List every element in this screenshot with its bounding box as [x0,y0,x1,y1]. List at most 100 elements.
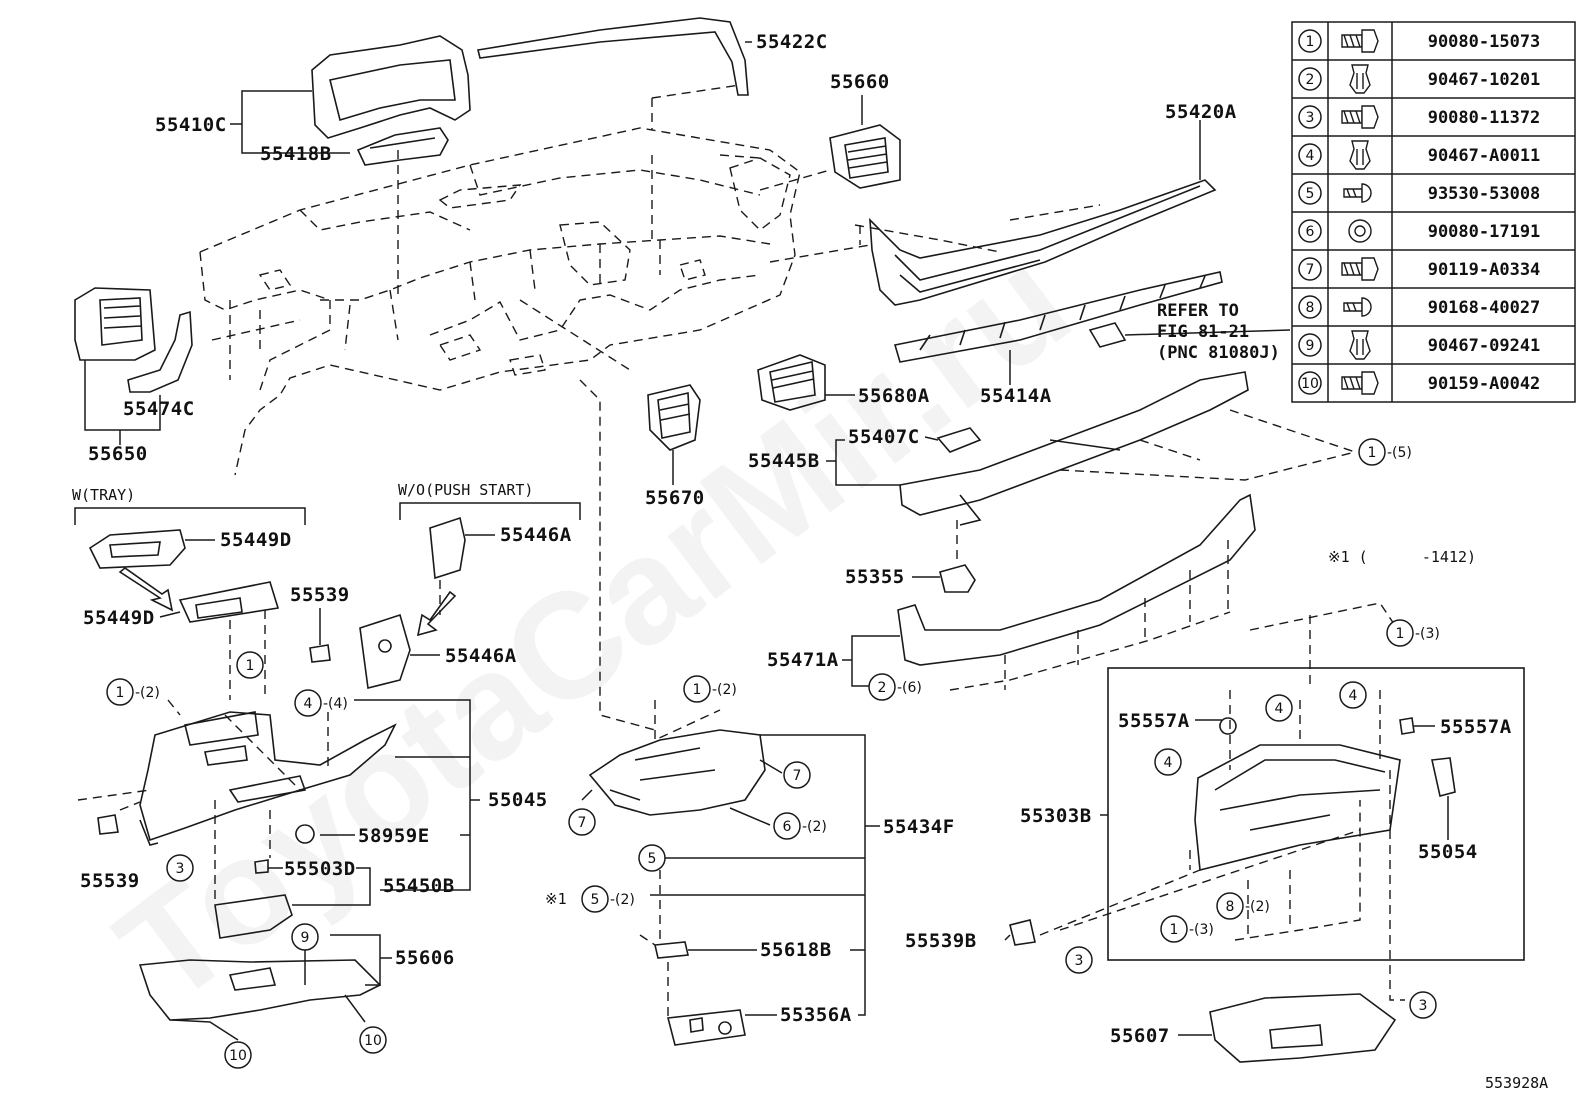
callout-c4-4: 4-(4) [294,689,348,717]
callout-circle [1216,892,1244,920]
fastener-part-number: 93530-53008 [1428,184,1541,204]
note-with-tray: W(TRAY) [72,486,135,504]
clip-55539B-drawing [1009,919,1036,946]
fastener-number: 3 [1306,110,1315,126]
pocket-55407C-drawing [936,427,982,453]
bolt-icon [1341,29,1379,53]
callout-c2-6: 2 -(6) [868,673,922,701]
callout-number: 4 [1164,755,1173,771]
label-55410C: 55410C [155,114,227,136]
label-55450B: 55450B [383,875,455,897]
label-55650: 55650 [88,443,148,465]
callout-number: 9 [301,930,310,946]
callout-quantity: -(3) [1415,626,1440,642]
callout-c1-2-left: 1-(2) [106,678,160,706]
bracket-55434F-drawing [588,729,766,816]
callout-number: 5 [591,892,600,908]
label-55355: 55355 [845,566,905,588]
callout-circle [359,1026,387,1054]
fastener-part-number: 90080-15073 [1428,32,1541,52]
callout-quantity: -(4) [323,696,348,712]
nut-icon [1348,219,1372,243]
callout-number: 1 [1368,445,1377,461]
callout-quantity: -(3) [1189,922,1214,938]
callout-number: 1 [693,682,702,698]
leader-lines [74,41,1449,1041]
plate-55356A-drawing [666,1009,746,1046]
connector-drawing [1088,322,1127,348]
callout-circle [1409,991,1437,1019]
label-55680A: 55680A [858,385,930,407]
under-cover-55607-drawing [1209,993,1397,1063]
callout-number: 6 [783,819,792,835]
callout-number: 2 [878,680,887,696]
vent-55680A-drawing [757,354,826,411]
fastener-number-circle [1298,257,1322,281]
label-55446A-top: 55446A [500,524,572,546]
note-refer-fig: FIG 81-21 [1157,322,1249,342]
callout-c5-a: 5 [638,844,666,872]
stopper-55557A-right-drawing [1399,717,1415,735]
callout-quantity: -(2) [610,892,635,908]
callout-number: 8 [1226,899,1235,915]
callout-circle [294,689,322,717]
callout-number: 3 [176,861,185,877]
fastener-part-number: 90467-A0011 [1428,146,1541,166]
label-55503D: 55503D [284,858,356,880]
label-58959E: 58959E [358,825,430,847]
callout-circle [638,844,666,872]
callout-c7-left: 7 [568,808,596,836]
label-55607: 55607 [1110,1025,1170,1047]
callout-number: 3 [1419,998,1428,1014]
screw-icon [1343,183,1372,203]
arrow-push-drawing [416,590,457,637]
label-55449D-low: 55449D [83,607,155,629]
callout-c4-b: 4 [1265,694,1293,722]
callout-circle [868,673,896,701]
damper-55054-drawing [1431,757,1456,797]
fastener-part-number: 90467-09241 [1428,336,1541,356]
callout-number: 1 [1170,922,1179,938]
fastener-part-number: 90080-11372 [1428,108,1541,128]
callout-number: 1 [1396,626,1405,642]
notes: W(TRAY) W/O(PUSH START) REFER TO FIG 81-… [72,301,1548,1092]
fastener-number: 7 [1306,262,1315,278]
callout-quantity: -(6) [897,680,922,696]
label-55660: 55660 [830,71,890,93]
fastener-number: 6 [1306,224,1315,240]
callout-circle [568,808,596,836]
label-55407C: 55407C [848,426,920,448]
stopper-55557A-left-drawing [1219,717,1237,735]
callout-circle [166,854,194,882]
label-55539-low: 55539 [80,870,140,892]
callout-quantity: -(5) [1387,445,1412,461]
callout-quantity: -(2) [802,819,827,835]
fastener-number-circle [1298,295,1322,319]
callout-c4-a: 4 [1339,681,1367,709]
clip-icon [1349,140,1371,170]
clip-55539-drawing [309,644,331,663]
fastener-part-number: 90159-A0042 [1428,374,1541,394]
clip-icon [1349,64,1371,94]
note-footnote-range: ※1 ( -1412) [1328,548,1476,566]
label-55054: 55054 [1418,841,1478,863]
label-55446A-low: 55446A [445,645,517,667]
switch-panel-55449D-drawing [178,581,280,623]
callout-circle [783,761,811,789]
callout-circle [106,678,134,706]
label-55557A-right: 55557A [1440,716,1512,738]
callout-circle [224,1041,252,1069]
callout-circle [1154,748,1182,776]
label-55356A: 55356A [780,1004,852,1026]
label-55303B: 55303B [1020,805,1092,827]
fastener-number-circle [1298,29,1322,53]
part-labels: 55422C 55410C 55418B 55660 55420A 55474C… [80,31,1512,1047]
callout-c3-left: 3 [166,854,194,882]
